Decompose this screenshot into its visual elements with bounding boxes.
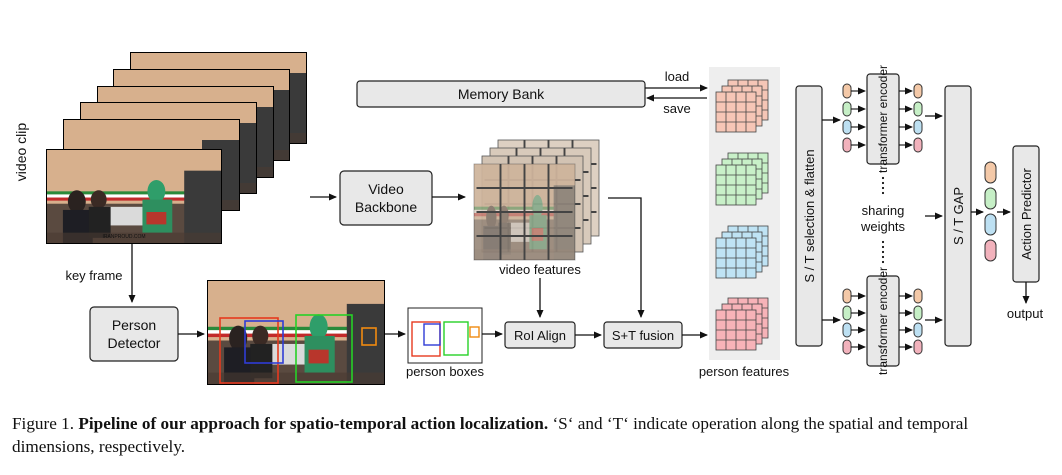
transformer-encoder-top-label: transformer encoder [876,65,890,173]
ellipsis-dots [881,176,885,264]
output-label: output [1007,306,1044,321]
video-backbone-box [339,170,433,226]
sharing-weights-label: sharing [862,203,905,218]
person-boxes [407,307,483,364]
caption-prefix: Figure 1. [12,414,79,433]
person-feature-blue [715,225,769,279]
sharing-weights-label-2: weights [860,219,906,234]
encoder-input-arrows-bottom [851,292,866,351]
caption-title: Pipeline of our approach for spatio-temp… [78,414,549,433]
person-detector-label: Person [112,317,156,333]
frame-watermark: IRANPROUD.COM [102,234,145,240]
st-selection-box [795,85,823,347]
det-box-orange [361,327,377,346]
video-clip-label: video clip [13,123,29,182]
encoder-input-tokens-bottom [842,288,852,355]
det-box-green [295,314,353,383]
pipeline-diagram: IRANPROUD.COM video clip key frame Perso… [13,52,1044,385]
det-box-blue [244,320,284,364]
st-gap-label: S / T GAP [951,187,966,245]
detection-frame [207,280,385,385]
st-fusion-label: S+T fusion [612,328,674,343]
det-box-red [219,317,279,384]
key-frame-label: key frame [65,268,122,283]
encoder-input-tokens-top [842,83,852,153]
person-detector-box [89,306,179,362]
key-frame-image: IRANPROUD.COM [46,149,222,244]
transformer-encoder-top [866,73,900,165]
features-to-fusion-arrow [608,197,645,318]
encoder-output-tokens-top [913,83,923,153]
person-features-label: person features [699,364,790,379]
encoder-output-arrows-top [899,87,913,149]
pooled-tokens [984,161,997,262]
person-feature-green [715,152,769,206]
encoder-output-tokens-bottom [913,288,923,355]
roi-align-label: RoI Align [514,328,566,343]
video-clip-stack: IRANPROUD.COM [46,52,307,244]
caption-text: ‘S‘ and ‘T‘ indicate operation along the… [12,414,969,456]
memory-bank-box [356,80,646,108]
transformer-encoder-bottom-label: transformer encoder [876,267,890,375]
save-label: save [663,101,690,116]
video-features-stack [473,139,600,261]
video-features-label: video features [499,262,581,277]
person-feature-red [715,79,769,133]
person-boxes-label: person boxes [406,364,485,379]
encoder-output-arrows-bottom [899,292,913,351]
person-feature-pink [715,297,769,351]
st-selection-label: S / T selection & flatten [802,149,817,282]
st-gap-box [944,85,972,347]
transformer-encoder-bottom [866,275,900,367]
encoder-input-arrows-top [851,87,866,149]
video-backbone-label: Video [368,181,404,197]
memory-bank-label: Memory Bank [458,86,545,102]
load-label: load [665,69,690,84]
action-predictor-label: Action Predictor [1019,167,1034,259]
person-detector-label-2: Detector [108,335,161,351]
video-backbone-label-2: Backbone [355,199,417,215]
figure-caption: Figure 1. Pipeline of our approach for s… [12,412,1052,458]
